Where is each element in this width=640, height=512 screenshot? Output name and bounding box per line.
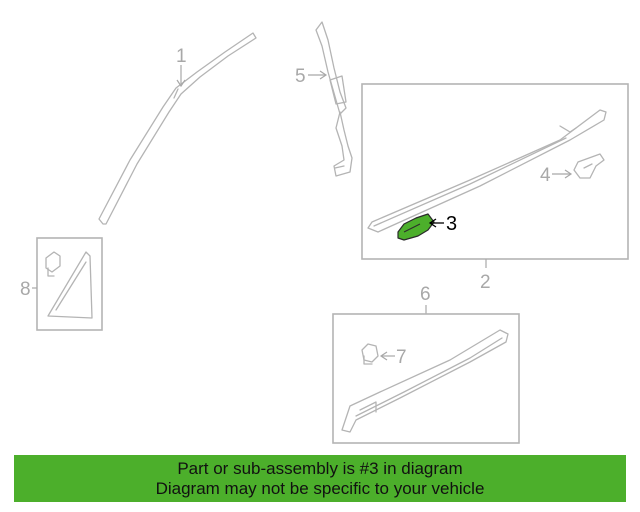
callout-1: 1 bbox=[176, 46, 187, 67]
part-7-clip bbox=[361, 343, 379, 365]
banner-line-1: Part or sub-assembly is #3 in diagram bbox=[177, 459, 463, 478]
callout-6: 6 bbox=[420, 284, 431, 305]
callout-5: 5 bbox=[295, 66, 306, 87]
part-6-rocker-molding bbox=[341, 329, 509, 433]
callout-8: 8 bbox=[20, 279, 31, 300]
group-box-2 bbox=[361, 83, 629, 260]
arrow-4 bbox=[564, 169, 573, 179]
parts-diagram: 1 5 4 3 2 8 6 bbox=[20, 21, 629, 444]
arrow-3 bbox=[428, 218, 437, 228]
arrow-1 bbox=[176, 79, 186, 88]
callout-4: 4 bbox=[540, 165, 551, 186]
part-3-shape bbox=[397, 213, 435, 241]
part-2-belt-molding bbox=[367, 109, 607, 233]
group-box-6 bbox=[332, 313, 520, 444]
part-8-corner-trim bbox=[45, 251, 93, 319]
part-3-end-cap-highlighted bbox=[397, 213, 435, 241]
info-banner: Part or sub-assembly is #3 in diagram Di… bbox=[14, 455, 626, 502]
group-box-8 bbox=[36, 237, 103, 331]
callout-3: 3 bbox=[446, 213, 457, 235]
arrow-7 bbox=[379, 351, 388, 361]
callout-7: 7 bbox=[396, 347, 407, 368]
callout-2: 2 bbox=[480, 272, 491, 293]
banner-line-2: Diagram may not be specific to your vehi… bbox=[155, 479, 485, 498]
part-5-pillar-garnish bbox=[315, 21, 353, 177]
part-4-clip bbox=[573, 153, 605, 179]
part-1-roof-molding bbox=[98, 32, 257, 225]
arrow-5 bbox=[319, 70, 328, 80]
